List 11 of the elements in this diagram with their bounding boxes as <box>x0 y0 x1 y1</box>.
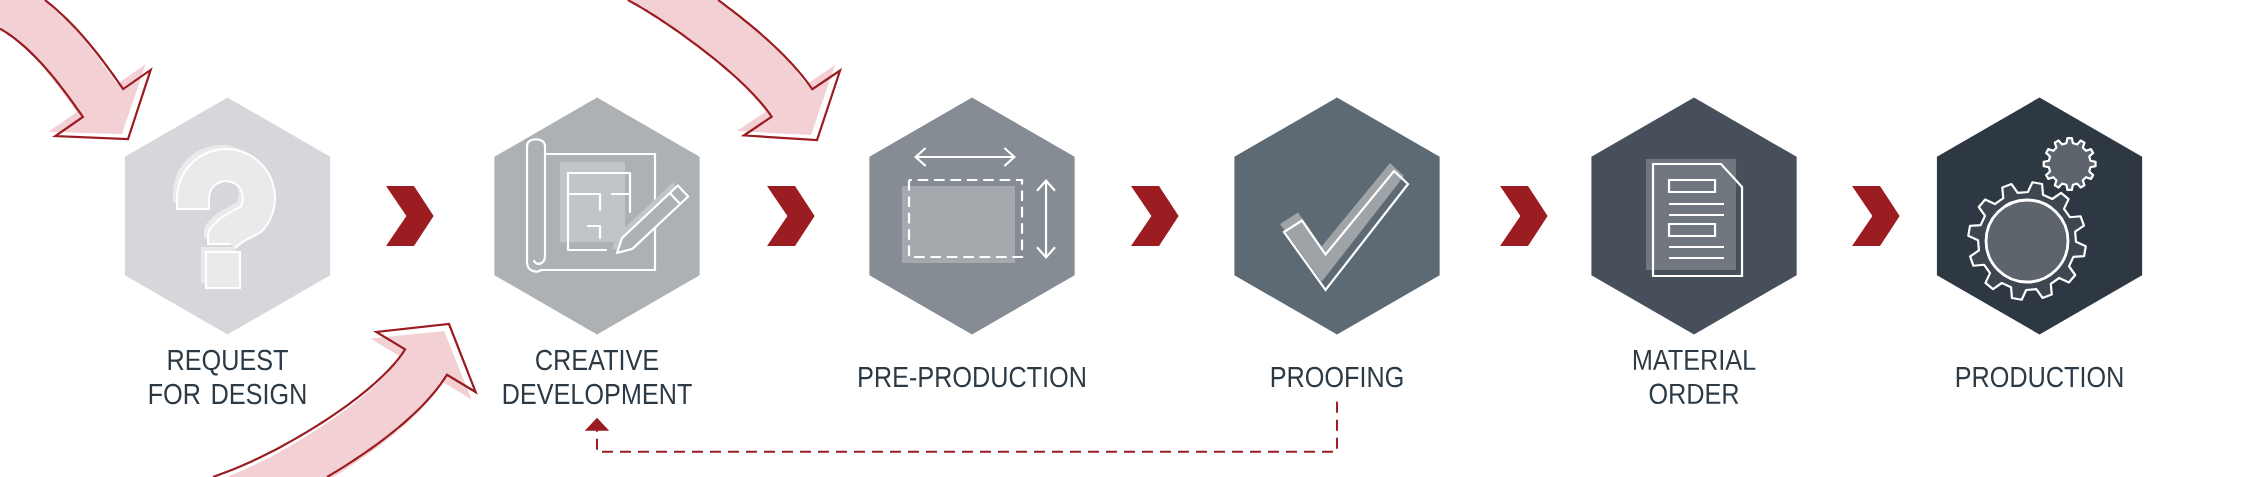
chevron-arrow <box>1500 186 1548 246</box>
step-label: PROOFING <box>1271 366 1403 388</box>
chevron-arrow <box>1131 186 1179 246</box>
dashed-arrow <box>584 400 1338 453</box>
chevron-arrow <box>1852 186 1900 246</box>
step-label: REQUEST FOR DESIGN <box>149 349 306 405</box>
step-label: MATERIAL ORDER <box>1633 349 1756 405</box>
step-label: PRODUCTION <box>1956 366 2123 388</box>
chevron-arrow <box>767 186 815 246</box>
step-label: PRE-PRODUCTION <box>859 366 1085 388</box>
step-label: CREATIVE DEVELOPMENT <box>503 349 692 405</box>
